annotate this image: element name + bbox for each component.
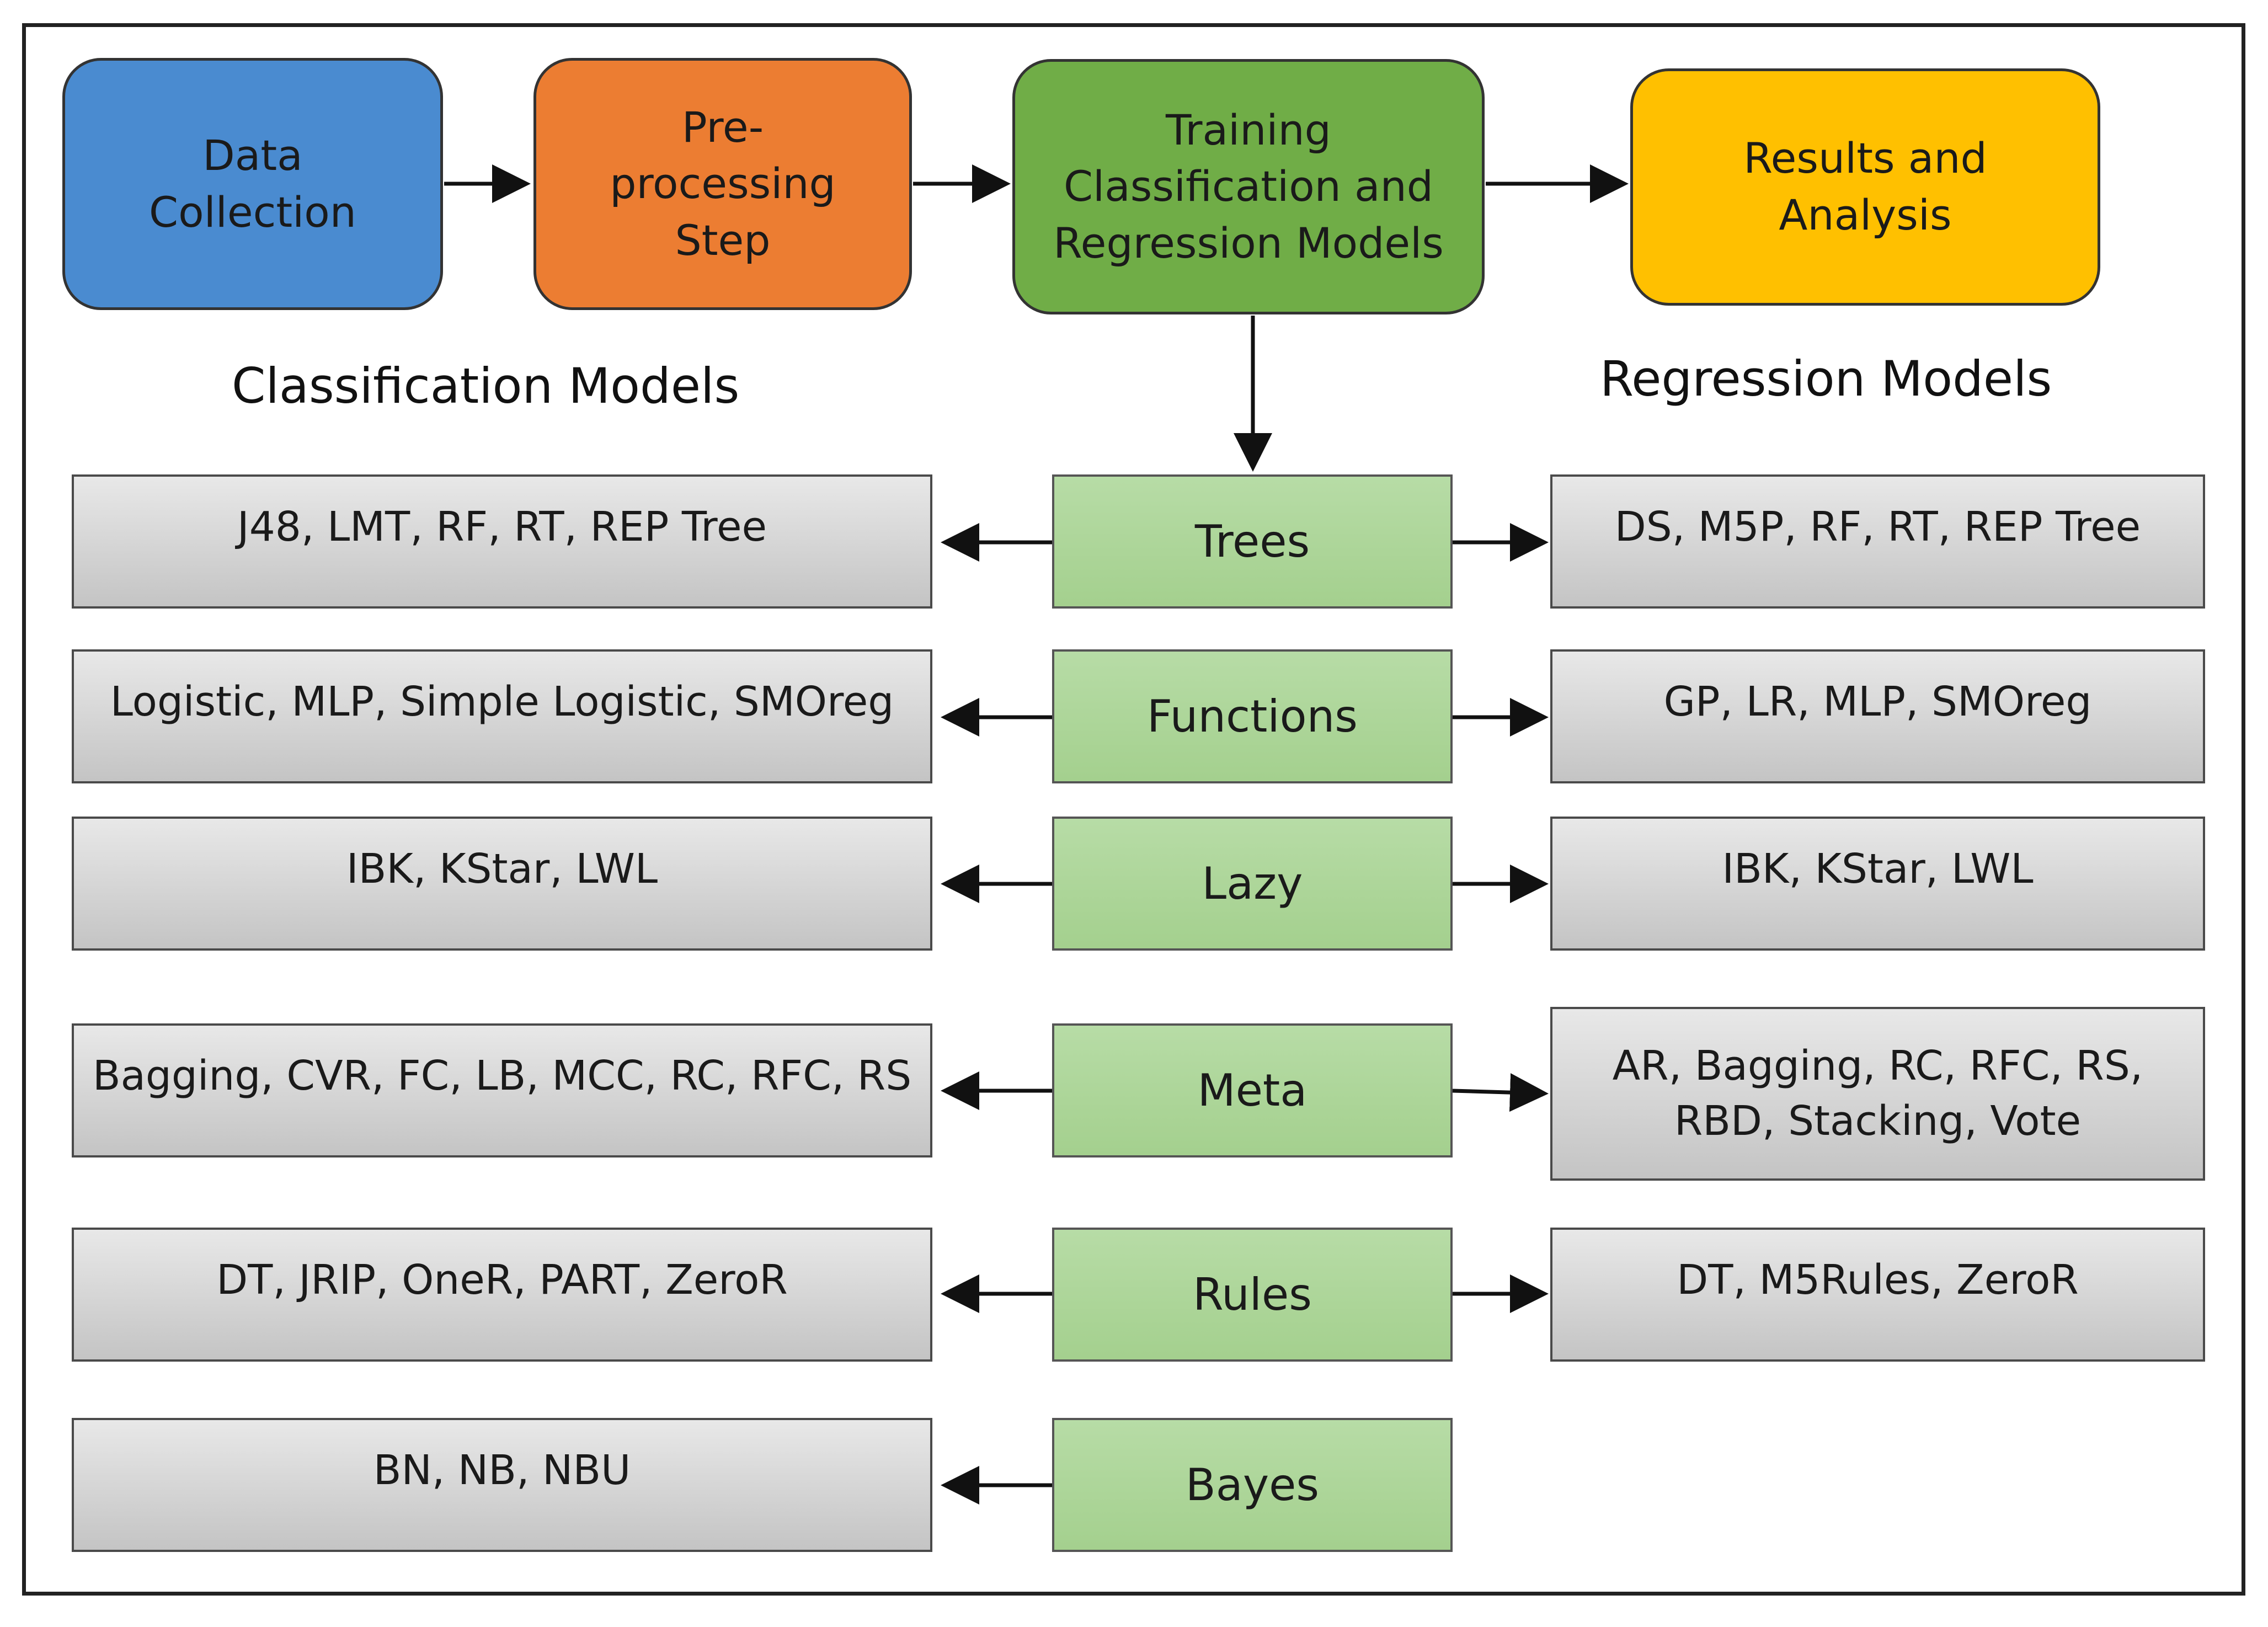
results-analysis-box: Results and Analysis bbox=[1630, 68, 2100, 306]
category-trees-box: Trees bbox=[1052, 474, 1453, 609]
classification-models-heading: Classification Models bbox=[232, 358, 740, 414]
classification-functions-box: Logistic, MLP, Simple Logistic, SMOreg bbox=[72, 649, 932, 783]
category-meta-box: Meta bbox=[1052, 1023, 1453, 1157]
data-collection-box: Data Collection bbox=[62, 58, 443, 310]
regression-trees-box: DS, M5P, RF, RT, REP Tree bbox=[1550, 474, 2205, 609]
classification-rules-box: DT, JRIP, OneR, PART, ZeroR bbox=[72, 1228, 932, 1362]
training-box: Training Classification and Regression M… bbox=[1012, 59, 1485, 314]
classification-lazy-box: IBK, KStar, LWL bbox=[72, 817, 932, 951]
category-rules-box: Rules bbox=[1052, 1228, 1453, 1362]
regression-meta-box: AR, Bagging, RC, RFC, RS, RBD, Stacking,… bbox=[1550, 1007, 2205, 1181]
category-lazy-box: Lazy bbox=[1052, 817, 1453, 951]
classification-bayes-box: BN, NB, NBU bbox=[72, 1418, 932, 1552]
classification-meta-box: Bagging, CVR, FC, LB, MCC, RC, RFC, RS bbox=[72, 1023, 932, 1157]
regression-models-heading: Regression Models bbox=[1600, 350, 2052, 407]
regression-lazy-box: IBK, KStar, LWL bbox=[1550, 817, 2205, 951]
regression-rules-box: DT, M5Rules, ZeroR bbox=[1550, 1228, 2205, 1362]
preprocessing-box: Pre- processing Step bbox=[533, 58, 912, 310]
arrow-meta-to-regression bbox=[1452, 1073, 1549, 1112]
classification-trees-box: J48, LMT, RF, RT, REP Tree bbox=[72, 474, 932, 609]
category-functions-box: Functions bbox=[1052, 649, 1453, 783]
regression-functions-box: GP, LR, MLP, SMOreg bbox=[1550, 649, 2205, 783]
category-bayes-box: Bayes bbox=[1052, 1418, 1453, 1552]
